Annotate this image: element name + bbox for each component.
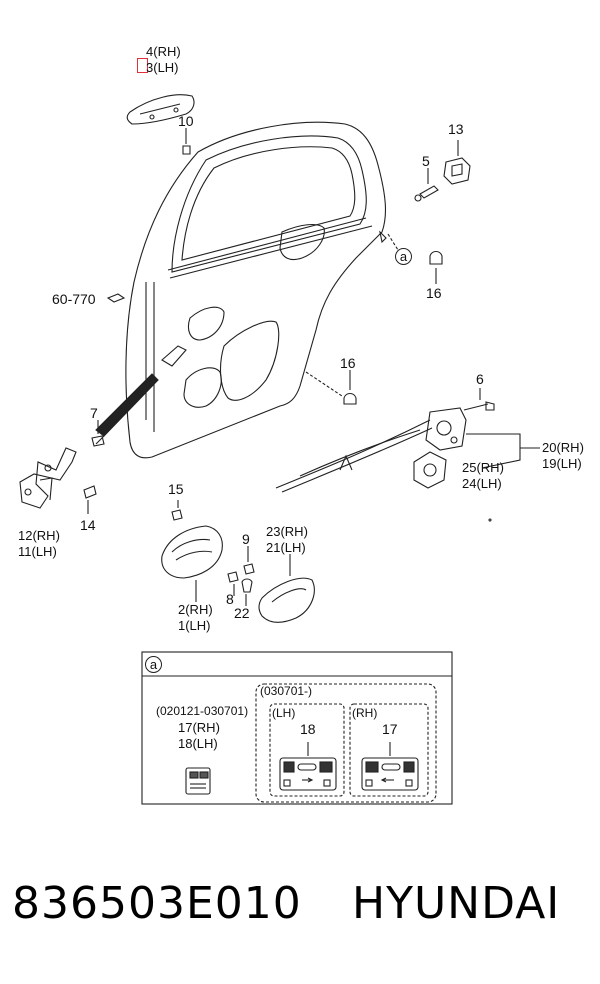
label-part-60-770: 60-770 <box>52 291 96 307</box>
callout-a-main: a <box>395 248 412 265</box>
detail-lh-label: (LH) <box>272 706 296 720</box>
striker-part <box>443 157 471 185</box>
label-part-6: 6 <box>476 371 484 387</box>
label-part-25: 25(RH) <box>462 460 504 475</box>
label-part-12: 12(RH) <box>18 528 60 543</box>
detail-box <box>141 651 453 805</box>
label-part-9: 9 <box>242 531 250 547</box>
door-window-frame <box>171 135 367 273</box>
label-part-1: 1(LH) <box>178 618 211 633</box>
switch-icon-lh <box>279 757 337 791</box>
label-part-13: 13 <box>448 121 464 137</box>
label-part-21: 21(LH) <box>266 540 306 555</box>
label-part-3: 3(LH) <box>146 60 179 75</box>
label-part-22: 22 <box>234 605 250 621</box>
switch-icon-old <box>185 767 211 795</box>
label-part-11: 11(LH) <box>18 544 57 559</box>
door-latch <box>425 407 467 451</box>
label-part-14: 14 <box>80 517 96 533</box>
rod-strap <box>95 373 159 437</box>
highlight-marker <box>137 58 148 73</box>
detail-range-new: (030701-) <box>260 684 313 698</box>
part-number: 836503E010 <box>12 878 302 929</box>
label-part-2: 2(RH) <box>178 602 213 617</box>
label-p4-num: 4 <box>146 44 154 59</box>
interior-handle <box>161 525 223 579</box>
label-p3-side: (LH) <box>153 60 179 75</box>
detail-range-old: (020121-030701) <box>156 704 249 718</box>
label-part-20: 20(RH) <box>542 440 584 455</box>
switch-icon-rh <box>361 757 419 791</box>
exterior-handle <box>126 94 195 125</box>
door-actuator <box>413 451 447 489</box>
detail-rh-label: (RH) <box>352 706 378 720</box>
handle-cover <box>258 577 315 623</box>
label-part-10: 10 <box>178 113 194 129</box>
callout-a-detail: a <box>145 656 162 673</box>
door-hinge <box>19 447 77 509</box>
label-part-8: 8 <box>226 591 234 607</box>
label-part-4: 4(RH) <box>146 44 181 59</box>
label-p4-side: (RH) <box>153 44 181 59</box>
label-part-24: 24(LH) <box>462 476 502 491</box>
detail-lh-part: 18 <box>300 721 316 737</box>
label-p3-num: 3 <box>146 60 154 75</box>
label-part-23: 23(RH) <box>266 524 308 539</box>
label-part-16-top: 16 <box>426 285 442 301</box>
label-part-19: 19(LH) <box>542 456 582 471</box>
detail-rh-part: 17 <box>382 721 398 737</box>
label-part-15: 15 <box>168 481 184 497</box>
door-outer-panel <box>125 121 386 459</box>
label-part-7: 7 <box>90 405 98 421</box>
detail-p18-lh: 18(LH) <box>178 736 218 751</box>
brand-name: HYUNDAI <box>352 878 561 929</box>
label-part-5: 5 <box>422 153 430 169</box>
label-part-16-mid: 16 <box>340 355 356 371</box>
detail-p17-rh: 17(RH) <box>178 720 220 735</box>
door-service-hole <box>219 320 280 401</box>
